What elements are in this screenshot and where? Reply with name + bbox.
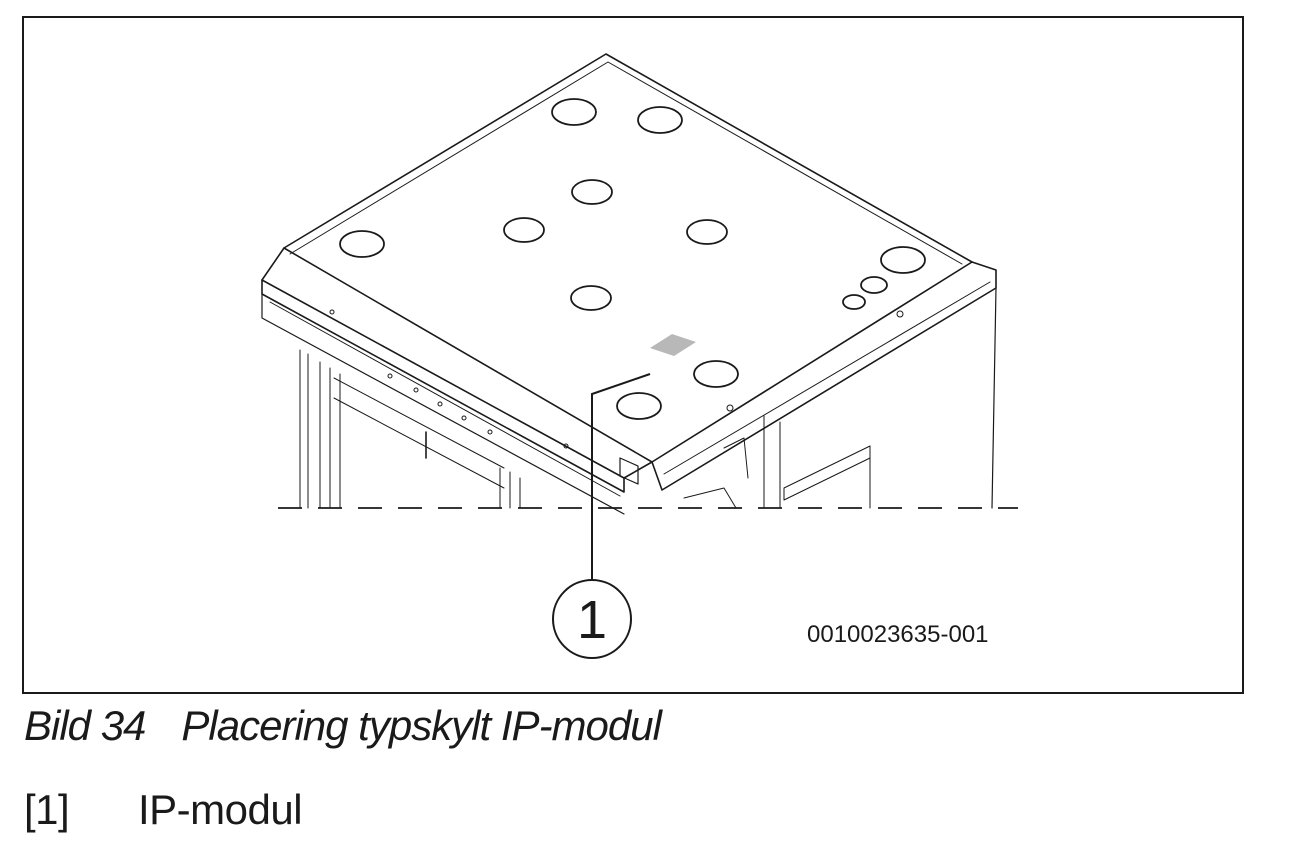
ip-module-type-plate — [650, 334, 696, 356]
legend-key: [1] — [24, 786, 70, 833]
callout-circle — [552, 579, 632, 659]
front-left-face — [261, 279, 625, 493]
legend-label: IP-modul — [138, 786, 303, 833]
callout-label: 1 — [577, 590, 607, 650]
legend-item: [1] IP-modul — [24, 786, 303, 834]
technical-drawing: 1 0010023635-001 — [261, 53, 1018, 659]
top-panel-inner-edge — [289, 61, 963, 265]
top-panel-outline — [283, 53, 973, 463]
frame-posts — [299, 349, 341, 509]
top-panel-openings — [339, 98, 926, 420]
figure-title: Placering typskylt IP-modul — [181, 702, 662, 749]
figure-frame: 1 0010023635-001 — [22, 16, 1244, 694]
right-face — [651, 261, 997, 491]
drawing-id: 0010023635-001 — [807, 621, 989, 648]
callout-leader-line — [591, 373, 651, 580]
figure-caption: Bild 34 Placering typskylt IP-modul — [24, 702, 662, 750]
corner-bracket — [619, 457, 639, 485]
figure-number: Bild 34 — [24, 702, 146, 749]
front-edge-screws — [329, 309, 904, 449]
